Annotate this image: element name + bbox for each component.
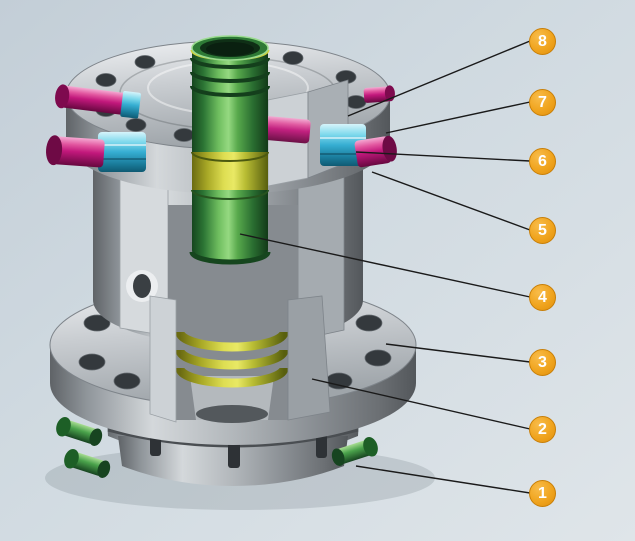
flange-section-face-right xyxy=(287,295,331,421)
leader-7 xyxy=(385,101,531,134)
leader-5 xyxy=(371,171,531,231)
leader-1 xyxy=(355,465,531,494)
callout-8-label: 8 xyxy=(538,32,547,50)
flange-section-face-left xyxy=(149,295,177,423)
callout-4-label: 4 xyxy=(538,288,547,306)
callout-4: 4 xyxy=(529,284,556,311)
callout-6: 6 xyxy=(529,148,556,175)
callout-1: 1 xyxy=(529,480,556,507)
callout-2: 2 xyxy=(529,416,556,443)
callout-5: 5 xyxy=(529,217,556,244)
callout-2-label: 2 xyxy=(538,420,547,438)
grease-fitting-left-lower xyxy=(64,448,111,478)
callout-8: 8 xyxy=(529,28,556,55)
grease-fitting-right xyxy=(331,436,378,466)
callout-6-label: 6 xyxy=(538,152,547,170)
lock-screw-upper-left xyxy=(55,84,141,119)
callout-1-label: 1 xyxy=(538,484,547,502)
callout-7-label: 7 xyxy=(538,93,547,111)
seal-rings xyxy=(175,331,289,388)
leader-lines xyxy=(239,40,531,494)
callout-7: 7 xyxy=(529,89,556,116)
callout-3-label: 3 xyxy=(538,353,547,371)
lock-screw-lower-left xyxy=(46,132,146,172)
leader-4 xyxy=(239,233,531,298)
casing-hanger-mandrel xyxy=(189,35,271,265)
leader-2 xyxy=(311,378,531,430)
callout-3: 3 xyxy=(529,349,556,376)
side-outlet-port xyxy=(126,270,158,302)
leader-8 xyxy=(347,40,531,117)
callout-5-label: 5 xyxy=(538,221,547,239)
lock-screw-right xyxy=(257,115,397,168)
leader-3 xyxy=(385,343,531,363)
grease-fitting-left-upper xyxy=(56,416,103,446)
leader-6 xyxy=(355,151,531,162)
